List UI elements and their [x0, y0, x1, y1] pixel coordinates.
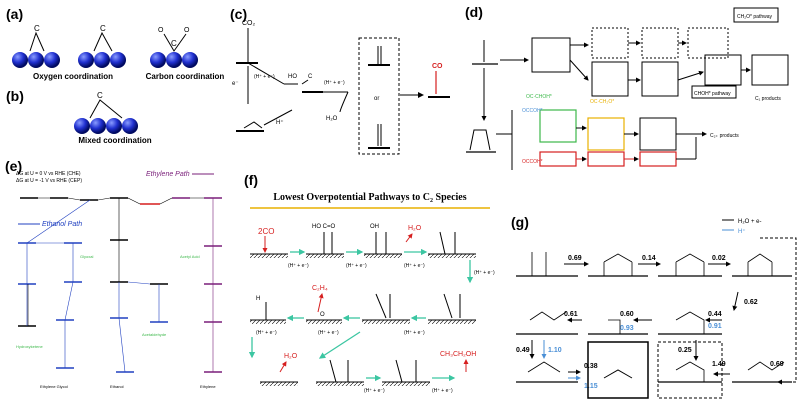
step-f4: (H⁺ + e⁻) — [474, 270, 495, 276]
svg-text:Ethylene Glycol: Ethylene Glycol — [40, 384, 68, 389]
g-val-12: 0.38 — [584, 363, 598, 370]
overpotential-pathway-f: 2CO HO C=O OH H₂O (H⁺ + e⁻) (H⁺ + e⁻) (H… — [248, 207, 495, 394]
legend-proton: H⁺ — [738, 228, 746, 235]
g-val-9: 0.93 — [620, 325, 634, 332]
c-c-coupling-network: CH₂O* pathway CHOH* pathway C₁ products … — [466, 7, 789, 170]
svg-text:C: C — [97, 91, 103, 100]
ch2o-pathway-label: CH₂O* pathway — [737, 14, 773, 20]
cep-note: ΔG at U = -1 V vs RHE (CEP) — [16, 178, 82, 184]
occoh-blue-label: OCCOH* — [522, 108, 543, 114]
carbon-coordination-caption: Carbon coordination — [145, 72, 225, 81]
svg-text:C: C — [100, 24, 106, 33]
g-val-14: 0.25 — [678, 347, 692, 354]
g-val-11: 1.10 — [548, 347, 562, 354]
mixed-coord-structure: C — [74, 91, 138, 134]
oxygen-mono-structure: C — [12, 24, 60, 68]
panel-f-label: (f) — [244, 172, 258, 188]
adsorption-illustrations-a: C C C O O — [12, 24, 198, 68]
svg-text:O: O — [184, 27, 190, 34]
choh-pathway-label: CHOH* pathway — [694, 91, 731, 97]
ethylene-path-label: Ethylene Path — [146, 171, 190, 178]
co-label: CO — [432, 63, 443, 70]
co2-reduction-scheme: CO₂ e⁻ (H⁺ + e⁻) HO C H⁺ H₂O (H⁺ + e⁻) o… — [232, 20, 450, 155]
ethanol-product: CH₃CH₂OH — [440, 351, 476, 358]
g-val-16: 0.69 — [770, 361, 784, 368]
svg-text:Hydroxyketene: Hydroxyketene — [16, 344, 43, 349]
g-val-5: 0.60 — [620, 311, 634, 318]
proton-label: H⁺ — [276, 119, 284, 126]
g-val-2: 0.14 — [642, 255, 656, 262]
step2-label: (H⁺ + e⁻) — [324, 80, 345, 86]
step-f7: (H⁺ + e⁻) — [404, 330, 425, 336]
g-val-4: 0.62 — [744, 299, 758, 306]
panel-e: (e) ΔG at U = 0 V vs RHE (CHE) ΔG at U =… — [0, 158, 240, 402]
step-f9: (H⁺ + e⁻) — [432, 388, 453, 394]
panel-d-label: (d) — [465, 4, 483, 20]
oxygen-coordination-caption: Oxygen coordination — [32, 72, 113, 81]
panel-d: (d) CH₂O* pathway CHOH* pathway C₁ produ… — [460, 0, 803, 170]
ethanol-path-label: Ethanol Path — [42, 221, 82, 228]
mixed-coordination-caption: Mixed coordination — [78, 136, 152, 145]
water-product-2: H₂O — [284, 353, 298, 360]
step-f5: (H⁺ + e⁻) — [256, 330, 277, 336]
svg-text:Acetaldehyde: Acetaldehyde — [142, 332, 167, 337]
panel-g-label: (g) — [511, 214, 529, 230]
g-val-13: 1.15 — [584, 383, 598, 390]
g-val-7: 0.44 — [708, 311, 722, 318]
svg-text:HO C=O: HO C=O — [312, 224, 336, 230]
g-val-1: 0.69 — [568, 255, 582, 262]
step-f3: (H⁺ + e⁻) — [404, 263, 425, 269]
svg-text:Ethanol: Ethanol — [110, 384, 124, 389]
g-val-3: 0.02 — [712, 255, 726, 262]
panel-e-label: (e) — [5, 158, 23, 174]
svg-text:Ethylene: Ethylene — [200, 384, 216, 389]
co-reactant-label: 2CO — [258, 227, 274, 236]
co2-label: CO₂ — [242, 20, 256, 27]
panel-g: (g) H₂O + e- H⁺ — [508, 212, 803, 402]
water-label: H₂O — [326, 116, 338, 122]
che-note: ΔG at U = 0 V vs RHE (CHE) — [16, 171, 81, 177]
step-f8: (H⁺ + e⁻) — [364, 388, 385, 394]
c1-products-label: C₁ products — [755, 96, 781, 102]
svg-text:O: O — [320, 312, 325, 318]
occh-gold-label: OC·CH₂O* — [590, 99, 614, 105]
g-val-8: 0.91 — [708, 323, 722, 330]
panel-f-title: Lowest Overpotential Pathways to C₂ Spec… — [273, 192, 467, 203]
g-val-10: 0.49 — [516, 347, 530, 354]
c2-products-label: C₂₊ products — [710, 133, 739, 139]
panel-b-label: (b) — [6, 88, 24, 104]
occoh-red-label: OCCOH* — [522, 159, 543, 165]
panel-c-label: (c) — [230, 6, 248, 22]
ethylene-product: C₂H₄ — [312, 285, 328, 292]
panel-f: (f) Lowest Overpotential Pathways to C₂ … — [240, 172, 500, 402]
oxygen-bi-structure: C — [78, 24, 126, 68]
carbon-coord-structure: C O O — [150, 27, 198, 68]
svg-text:Glyoxal: Glyoxal — [80, 254, 93, 259]
proton-electron-label: (H⁺ + e⁻) — [254, 74, 275, 80]
svg-text:Acetyl Acid: Acetyl Acid — [180, 254, 200, 259]
water-product-1: H₂O — [408, 225, 422, 232]
reaction-energy-network-g: H₂O + e- H⁺ — [516, 219, 797, 399]
svg-text:HO: HO — [288, 74, 297, 80]
svg-text:C: C — [308, 74, 313, 80]
adsorbate-box — [358, 37, 400, 155]
electron-label: e⁻ — [232, 81, 239, 87]
svg-text:O: O — [158, 27, 164, 34]
step-f6: (H⁺ + e⁻) — [318, 330, 339, 336]
step-f2: (H⁺ + e⁻) — [346, 263, 367, 269]
panel-a-label: (a) — [6, 6, 24, 22]
svg-text:C: C — [171, 39, 177, 48]
g-val-15: 1.49 — [712, 361, 726, 368]
panel-c: (c) CO₂ e⁻ (H⁺ + e⁻) HO C H⁺ H₂O (H⁺ + e… — [228, 0, 458, 160]
occhoh-green-label: OC·CHOH* — [526, 94, 552, 100]
svg-text:H: H — [256, 296, 260, 302]
g-val-6: 0.61 — [564, 311, 578, 318]
svg-text:C: C — [34, 24, 40, 33]
legend-water: H₂O + e- — [738, 219, 762, 225]
step-f1: (H⁺ + e⁻) — [288, 263, 309, 269]
free-energy-network-e: ΔG at U = 0 V vs RHE (CHE) ΔG at U = -1 … — [16, 171, 222, 389]
or-label: or — [374, 96, 379, 102]
svg-text:OH: OH — [370, 224, 379, 230]
